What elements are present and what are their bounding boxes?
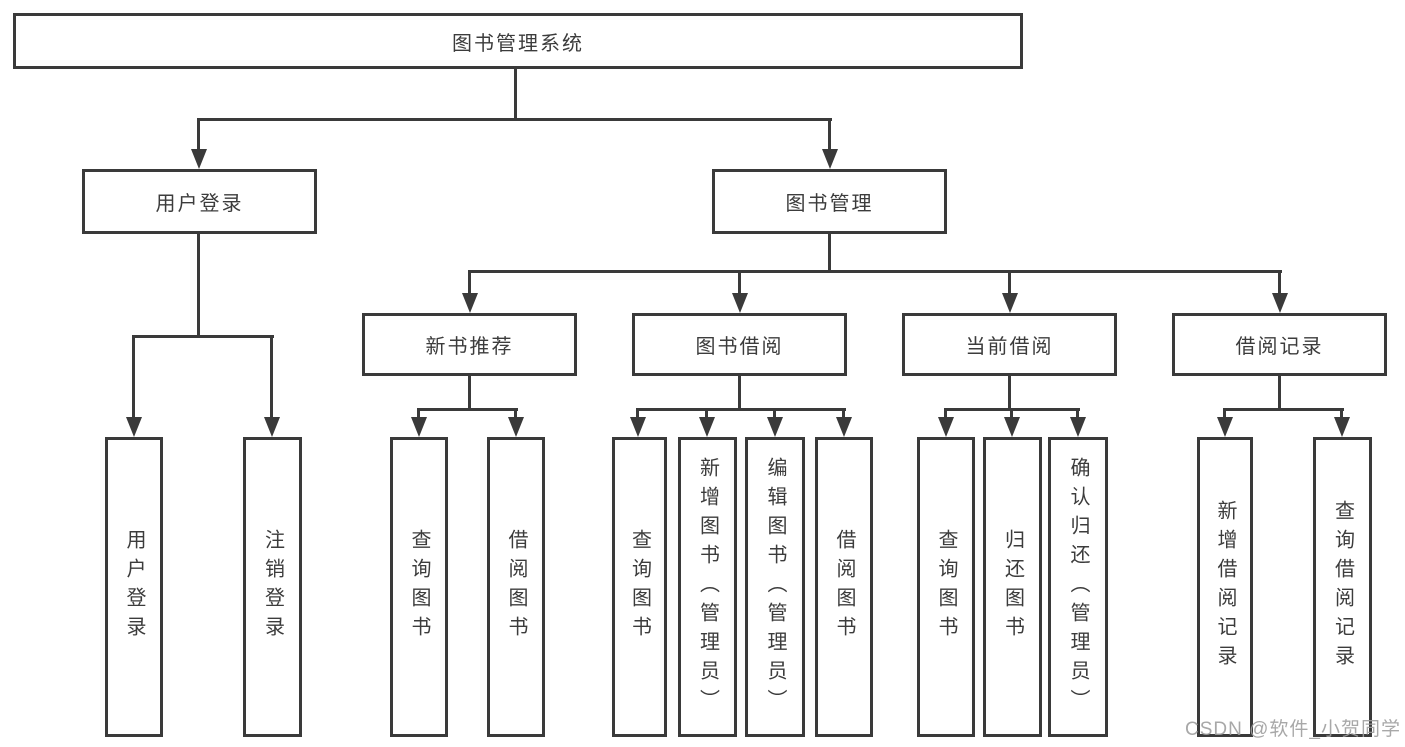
arrowhead-g2-child1 [630,417,646,437]
arrowhead-g4-child1 [1217,417,1233,437]
leaf-query-borrow-record-label: 查询借阅记录 [1331,500,1354,674]
node-user-login: 用户登录 [82,169,317,234]
arrowhead-to-book-management [822,149,838,169]
leaf-borrow-books-borrow: 借阅图书 [815,437,873,737]
connector-g1-child2-line [514,408,517,420]
arrowhead-to-user-login [191,149,207,169]
leaf-confirm-return-admin-label: 确认归还（管理员） [1067,456,1089,718]
arrowhead-g1-child1 [411,417,427,437]
connector-g3-child1-line [944,408,947,420]
leaf-edit-book-admin: 编辑图书（管理员） [745,437,805,737]
connector-g4-child1-line [1223,408,1226,420]
connector-to-leaf-logout-line [270,335,273,420]
arrowhead-to-leaf-user-login [126,417,142,437]
arrowhead-g1-child2 [508,417,524,437]
connector-to-new-book-recommend-line [468,270,471,295]
leaf-query-books-recommend-label: 查询图书 [408,529,430,645]
arrowhead-g2-child3 [767,417,783,437]
leaf-logout-label: 注销登录 [261,529,284,645]
connector-root-rail [197,118,832,121]
connector-to-borrow-records-line [1278,270,1281,295]
node-current-borrow: 当前借阅 [902,313,1117,376]
leaf-logout: 注销登录 [243,437,302,737]
connector-new-book-recommend-stem [468,376,471,411]
leaf-user-login-label: 用户登录 [123,529,145,645]
leaf-confirm-return-admin: 确认归还（管理员） [1048,437,1108,737]
arrowhead-g2-child2 [699,417,715,437]
leaf-query-books-current-label: 查询图书 [935,529,957,645]
leaf-borrow-books-recommend: 借阅图书 [487,437,545,737]
leaf-query-books-borrow-label: 查询图书 [628,529,651,645]
connector-g1-child1-line [417,408,420,420]
arrowhead-to-book-borrow [732,293,748,313]
connector-to-leaf-user-login-line [132,335,135,420]
leaf-query-borrow-record: 查询借阅记录 [1313,437,1372,737]
node-new-book-recommend: 新书推荐 [362,313,577,376]
leaf-borrow-books-recommend-label: 借阅图书 [505,529,527,645]
connector-book-management-stem [828,233,831,273]
arrowhead-g3-child3 [1070,417,1086,437]
arrowhead-g3-child2 [1004,417,1020,437]
arrowhead-to-leaf-logout [264,417,280,437]
connector-g2-child3-line [773,408,776,420]
leaf-borrow-books-borrow-label: 借阅图书 [833,529,855,645]
leaf-return-book: 归还图书 [983,437,1042,737]
node-root: 图书管理系统 [13,13,1023,69]
connector-g3-child3-line [1076,408,1079,420]
leaf-query-books-current: 查询图书 [917,437,975,737]
connector-borrow-records-rail [1223,408,1344,411]
connector-root-to-book-management-line [828,118,831,151]
connector-to-current-borrow-line [1008,270,1011,295]
arrowhead-g4-child2 [1334,417,1350,437]
arrowhead-g2-child4 [836,417,852,437]
connector-g2-child4-line [842,408,845,420]
connector-g2-child2-line [705,408,708,420]
connector-root-to-user-login-line [197,118,200,151]
arrowhead-to-borrow-records [1272,293,1288,313]
node-borrow-records: 借阅记录 [1172,313,1387,376]
leaf-query-books-recommend: 查询图书 [390,437,448,737]
connector-current-borrow-stem [1008,376,1011,411]
node-book-borrow: 图书借阅 [632,313,847,376]
leaf-add-borrow-record-label: 新增借阅记录 [1214,500,1236,674]
connector-borrow-records-stem [1278,376,1281,411]
connector-user-login-rail [132,335,274,338]
connector-g2-child1-line [636,408,639,420]
leaf-edit-book-admin-label: 编辑图书（管理员） [764,456,786,718]
leaf-add-book-admin-label: 新增图书（管理员） [696,456,719,718]
connector-book-management-rail [468,270,1282,273]
connector-root-stem [514,69,517,121]
arrowhead-g3-child1 [938,417,954,437]
watermark: CSDN @软件_小贺同学 [1185,719,1401,740]
leaf-user-login: 用户登录 [105,437,163,737]
connector-book-borrow-stem [738,376,741,411]
arrowhead-to-current-borrow [1002,293,1018,313]
connector-to-book-borrow-line [738,270,741,295]
node-book-management: 图书管理 [712,169,947,234]
leaf-query-books-borrow: 查询图书 [612,437,667,737]
connector-book-borrow-rail [636,408,846,411]
leaf-add-book-admin: 新增图书（管理员） [678,437,737,737]
arrowhead-to-new-book-recommend [462,293,478,313]
connector-g3-child2-line [1010,408,1013,420]
connector-user-login-stem [197,234,200,338]
leaf-add-borrow-record: 新增借阅记录 [1197,437,1253,737]
leaf-return-book-label: 归还图书 [1001,529,1024,645]
connector-new-book-recommend-rail [417,408,518,411]
connector-g4-child2-line [1340,408,1343,420]
